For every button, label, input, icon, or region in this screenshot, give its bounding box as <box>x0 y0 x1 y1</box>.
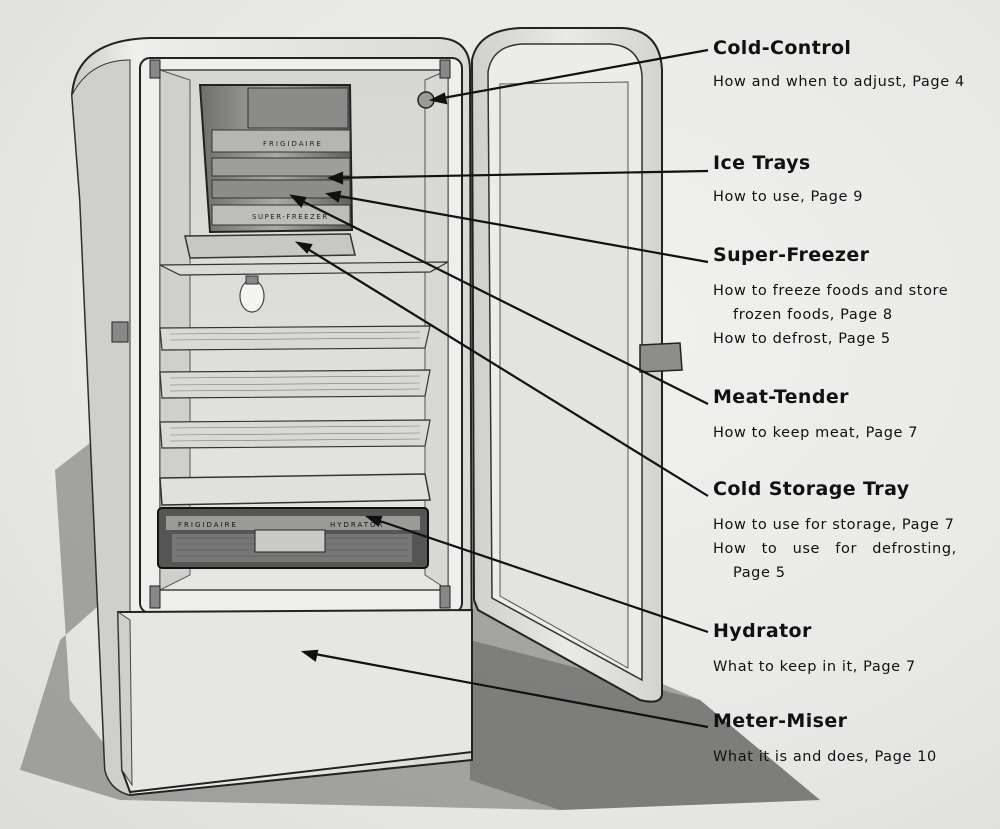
callout-text: How to keep meat, Page 7 <box>713 425 919 441</box>
callout-meat-tender: Meat-Tender How to keep meat, Page 7 <box>713 385 918 445</box>
callout-text: How and when to adjust, Page 4 <box>713 74 965 90</box>
callout-text: How to use for defrosting, <box>713 541 957 557</box>
svg-text:SUPER-FREEZER: SUPER-FREEZER <box>252 213 329 221</box>
callout-title: Super-Freezer <box>713 244 870 266</box>
callout-super-freezer: Super-Freezer How to freeze foods and st… <box>713 243 948 351</box>
callout-title: Meter-Miser <box>713 710 848 732</box>
door-handle <box>639 342 683 373</box>
floor-shadow <box>20 420 820 810</box>
callout-text: How to use for storage, Page 7 <box>713 517 955 533</box>
meat-tender <box>184 233 356 259</box>
callout-text: What to keep in it, Page 7 <box>713 659 916 675</box>
callout-text: frozen foods, Page 8 <box>733 307 893 323</box>
callout-cold-control: Cold-Control How and when to adjust, Pag… <box>713 36 965 94</box>
callout-title: Ice Trays <box>713 152 811 174</box>
callout-text: Page 5 <box>733 565 786 581</box>
callout-title: Cold-Control <box>713 37 852 59</box>
callout-meter-miser: Meter-Miser What it is and does, Page 10 <box>713 709 937 769</box>
callout-title: Cold Storage Tray <box>713 478 910 500</box>
callout-ice-trays: Ice Trays How to use, Page 9 <box>713 151 863 209</box>
callout-text: How to use, Page 9 <box>713 189 864 205</box>
svg-text:HYDRATOR: HYDRATOR <box>330 521 384 529</box>
svg-text:FRIGIDAIRE: FRIGIDAIRE <box>178 521 238 529</box>
callout-hydrator: Hydrator What to keep in it, Page 7 <box>713 619 916 679</box>
callout-cold-storage-tray: Cold Storage Tray How to use for storage… <box>713 477 957 585</box>
cold-storage-tray <box>159 473 431 506</box>
leader-lines <box>289 48 709 729</box>
callout-title: Meat-Tender <box>713 386 849 408</box>
callout-text: What it is and does, Page 10 <box>713 749 937 765</box>
svg-text:FRIGIDAIRE: FRIGIDAIRE <box>263 140 323 148</box>
light-bulb <box>239 279 265 313</box>
callout-title: Hydrator <box>713 620 812 642</box>
callout-text: How to freeze foods and store <box>713 283 949 299</box>
callout-text: How to defrost, Page 5 <box>713 331 891 347</box>
